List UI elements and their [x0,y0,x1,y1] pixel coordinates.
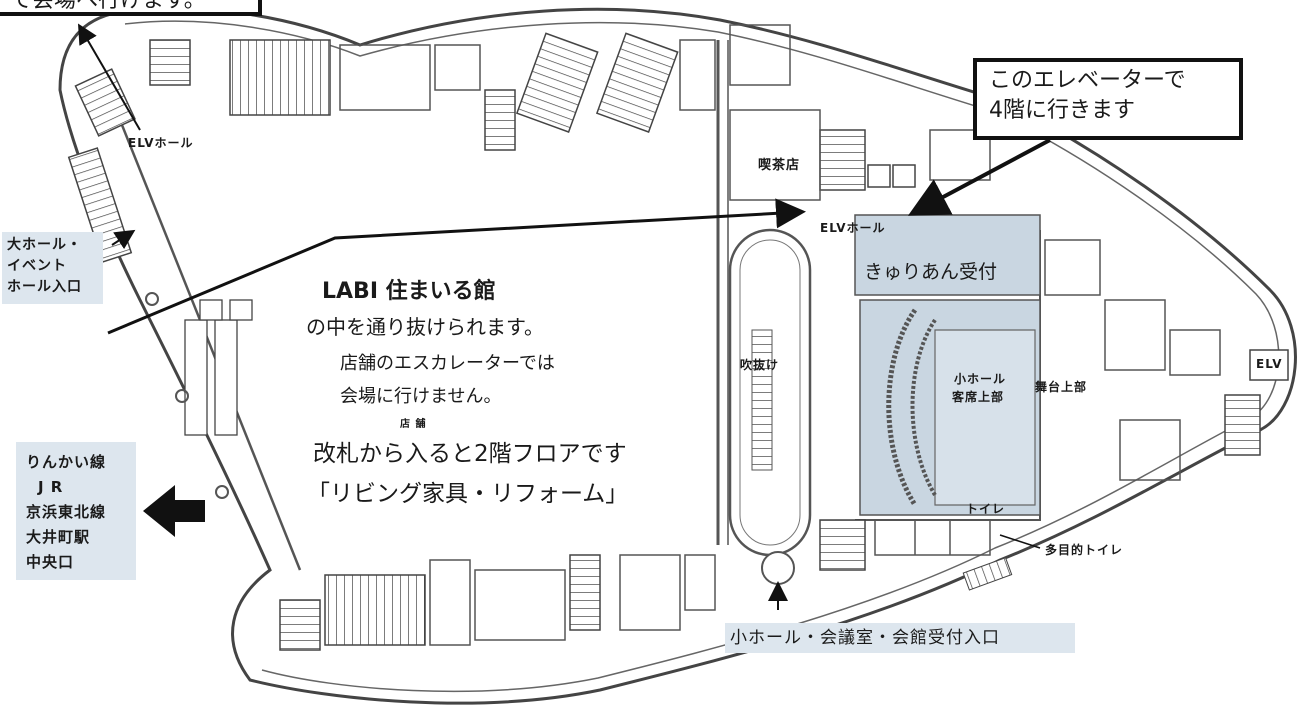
building-outline-inner [124,20,1280,693]
label-big-hall-entrance-line1: 大ホール・ [7,237,82,253]
room-bottom-1 [429,559,471,646]
note-labi-line2: の中を通り抜けられます。 [306,315,544,339]
stairs-top-1 [229,39,331,116]
label-elv-hall-left: ELVホール [128,136,194,150]
pillar-3 [215,485,229,499]
label-small-hall-seats-2: 客席上部 [952,390,1005,404]
room-top-2 [434,44,481,91]
label-station-exit-line2: J R [38,478,64,496]
stage-area [934,329,1036,506]
pillar-1 [145,292,159,306]
note-floor-line2: 「リビング家具・リフォーム」 [307,481,629,507]
atrium-escalator [751,329,773,471]
building-outline [58,6,1297,705]
label-station-exit-line4: 大井町駅 [26,528,91,546]
callout-top-left: で会場へ行けます。 [0,0,262,16]
pillar-2 [175,389,189,403]
stairs-bottom-1 [324,574,426,646]
label-big-hall-entrance-line2: イベント [7,258,67,274]
atrium-inner [739,239,801,546]
label-station-exit-line5: 中央口 [26,553,75,571]
room-top-right [929,129,991,181]
room-right-3 [1169,329,1221,376]
small-hall-entrance-door [761,551,795,585]
room-bottom-4 [684,554,716,611]
label-kyurian-reception: きゅりあん受付 [864,261,998,283]
stairs-top-2 [515,32,599,133]
label-multipurpose-toilet: 多目的トイレ [1045,543,1124,557]
room-right-4 [1119,419,1181,481]
room-top-4 [729,24,791,86]
elevator-right [1249,349,1289,381]
label-station-exit-line3: 京浜東北線 [26,503,107,521]
elevator-center-1 [867,164,891,188]
room-bottom-3 [619,554,681,631]
label-elv-hall-center: ELVホール [820,221,886,235]
stairs-bottom-center [819,519,866,571]
route-line [107,198,806,335]
pointer-big-hall [111,229,136,250]
label-big-hall-entrance-line3: ホール入口 [7,279,82,295]
callout-elevator-line1: このエレベーターで [989,68,1186,93]
escalator-left [184,299,253,436]
room-right-2 [1104,299,1166,371]
toilet-rooms [874,519,991,556]
room-right-1 [1044,239,1101,296]
seating-arc-2 [910,318,937,497]
stairs-left-top [74,68,136,137]
label-small-hall-seats-1: 小ホール [954,372,1007,386]
note-escalator-line1: 店舗のエスカレーターでは [340,353,555,374]
room-bottom-2 [474,569,566,641]
stairs-bottom-2 [279,599,321,651]
ramp-bottom [962,557,1013,591]
stairs-cafe [819,129,866,191]
note-floor-line1: 改札から入ると2階フロアです [313,441,627,467]
stairs-bottom-3 [569,554,601,631]
elevator-center-2 [892,164,916,188]
stairs-top-3 [595,32,679,133]
kyurian-reception-area [854,214,1041,296]
label-fukinuke: 吹抜け [740,358,780,372]
room-top-3 [679,39,716,111]
label-station-exit-line1: りんかい線 [26,453,107,471]
stairs-left-elv [149,39,191,86]
pointer-elv-left [77,23,141,131]
label-kissaten: 喫茶店 [758,158,801,173]
note-labi-title: LABI 住まいる館 [322,279,496,304]
pointer-elevator-note [907,138,1051,216]
station-exit-arrow [143,485,205,537]
seating-arc [886,308,918,507]
label-stage-top: 舞台上部 [1035,380,1088,394]
callout-elevator: このエレベーターで 4階に行きます [973,58,1243,140]
callout-top-left-text: で会場へ行けます。 [10,0,206,13]
room-cafe [729,109,821,201]
callout-elevator-line2: 4階に行きます [989,98,1135,123]
label-station-exit: りんかい線 J R 京浜東北線 大井町駅 中央口 [16,442,136,580]
label-shops: 店 舗 [400,419,427,430]
label-small-hall-entrance: 小ホール・会議室・会館受付入口 [725,623,1075,653]
label-big-hall-entrance: 大ホール・ イベント ホール入口 [2,232,103,304]
note-escalator-line2: 会場に行けません。 [340,386,502,407]
pointer-mp-toilet [999,534,1041,549]
label-elv-right: ELV [1256,357,1283,371]
room-top-1 [339,44,431,111]
stairs-top-4 [484,89,516,151]
label-toilet: トイレ [966,502,1006,516]
stairs-right [1224,394,1261,456]
